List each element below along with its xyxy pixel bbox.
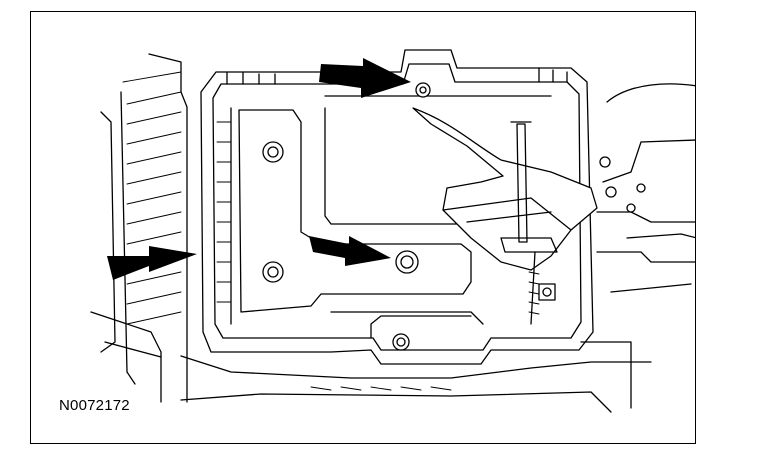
battery-tray xyxy=(180,49,652,413)
callout-arrow xyxy=(107,246,197,280)
radiator-fins xyxy=(90,53,188,403)
illustration-frame: N0072172 xyxy=(30,11,696,444)
mounting-nuts xyxy=(262,82,431,351)
battery-tray-illustration xyxy=(90,49,695,413)
figure-reference-code: N0072172 xyxy=(57,397,132,414)
right-component xyxy=(580,83,695,409)
hold-down-strap xyxy=(412,107,598,325)
callout-arrows xyxy=(107,58,411,280)
callout-arrow xyxy=(309,236,391,266)
callout-arrow xyxy=(319,58,411,98)
